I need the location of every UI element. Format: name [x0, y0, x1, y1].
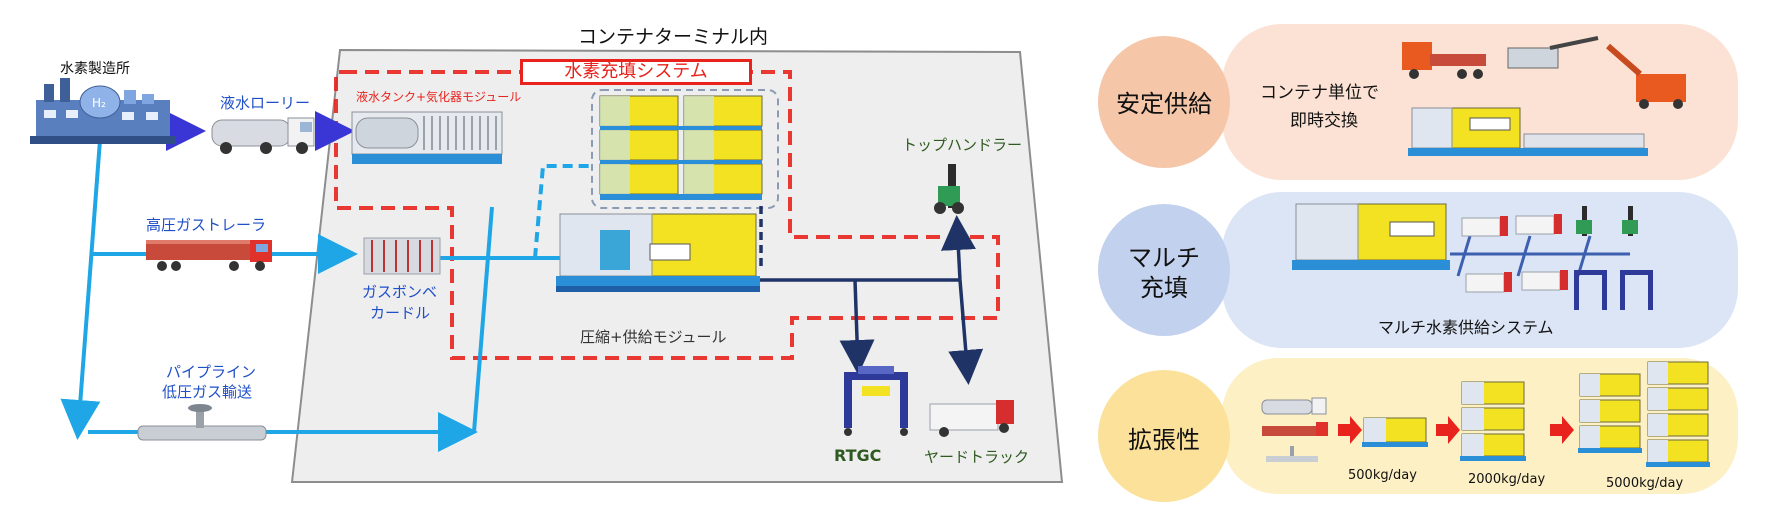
panel-multi-circle	[1098, 204, 1230, 336]
liquid-tank-label: 液水タンク+気化器モジュール	[356, 90, 522, 104]
rtgc-label: RTGC	[834, 446, 882, 465]
factory-label: 水素製造所	[60, 61, 130, 77]
orange-truck-icon	[1402, 42, 1486, 79]
handler-icons	[1576, 206, 1638, 236]
arrow-to-handler	[940, 215, 976, 281]
panel-scalability-graphics	[1261, 361, 1710, 467]
reach-stacker-icon	[1507, 36, 1599, 69]
svg-text:H₂: H₂	[92, 96, 106, 110]
panel-multi-label-1: マルチ	[1128, 244, 1200, 272]
system-title-box: 水素充填システム	[520, 59, 752, 85]
pipeline-icon	[137, 404, 267, 441]
panel-stable-supply-desc-1: コンテナ単位で	[1260, 83, 1379, 103]
module-stack-group	[591, 89, 779, 209]
orange-crane-icon	[1606, 43, 1686, 109]
liquid-lorry-label: 液水ローリー	[220, 94, 311, 112]
hp-trailer-label: 高圧ガストレーラ	[146, 216, 267, 234]
scale-arrow-icons	[1338, 416, 1574, 444]
rtgc-small-icons	[1574, 270, 1653, 310]
top-handler-icon	[934, 164, 964, 214]
arrow-to-truck	[948, 279, 984, 385]
panel-stable-supply-graphics	[1402, 36, 1686, 156]
filling-system-boundary	[334, 70, 1000, 360]
arrow-to-rtgc	[839, 279, 875, 375]
cradle-label-1: ガスボンベ	[362, 283, 438, 301]
pipe-vertical-right	[472, 206, 494, 433]
trailer-icons	[1461, 214, 1568, 293]
stacked-modules-icon	[599, 95, 763, 200]
liquid-lorry-icon	[211, 117, 315, 154]
scale-step-5000: 5000kg/day	[1606, 476, 1684, 491]
scale-step-500: 500kg/day	[1348, 468, 1417, 483]
compression-module-icon	[556, 213, 760, 292]
liquid-tank-module-icon	[351, 111, 503, 164]
panel-stable-supply-label: 安定供給	[1116, 90, 1212, 118]
scale-2-modules	[1460, 381, 1526, 461]
cradle-label-2: カードル	[370, 304, 431, 322]
factory-icon: H₂	[30, 78, 176, 144]
scale-step-2000: 2000kg/day	[1468, 472, 1546, 487]
panel-stable-supply-circle	[1098, 36, 1230, 168]
panel-multi-desc: マルチ水素供給システム	[1378, 318, 1554, 337]
scale-1-module	[1362, 417, 1428, 447]
supply-sources-icon	[1261, 397, 1328, 462]
rtgc-icon	[844, 366, 908, 436]
compression-label: 圧縮+供給モジュール	[580, 328, 727, 346]
yard-truck-label: ヤードトラック	[924, 448, 1030, 466]
panel-scalability-label: 拡張性	[1128, 426, 1200, 454]
scale-3-modules	[1578, 361, 1710, 467]
hp-trailer-icon	[146, 240, 272, 271]
pipe-factory-down	[60, 139, 102, 440]
pipeline-label-1: パイプライン	[166, 363, 257, 381]
top-handler-label: トップハンドラー	[902, 136, 1023, 154]
cradle-icon	[363, 237, 441, 275]
panel-scalability-circle	[1098, 370, 1230, 502]
panel-stable-supply-desc-2: 即時交換	[1290, 111, 1358, 131]
panel-multi-label-2: 充填	[1140, 274, 1188, 302]
terminal-title: コンテナターミナル内	[578, 26, 769, 48]
yard-truck-icon	[929, 400, 1014, 437]
system-title: 水素充填システム	[564, 61, 708, 82]
container-module-icon	[1408, 107, 1648, 156]
pipeline-label-2: 低圧ガス輸送	[162, 383, 253, 401]
panel-multi-graphics	[1292, 203, 1653, 310]
multi-module-icon	[1292, 203, 1450, 270]
flow-diagram: H₂	[30, 48, 1064, 483]
